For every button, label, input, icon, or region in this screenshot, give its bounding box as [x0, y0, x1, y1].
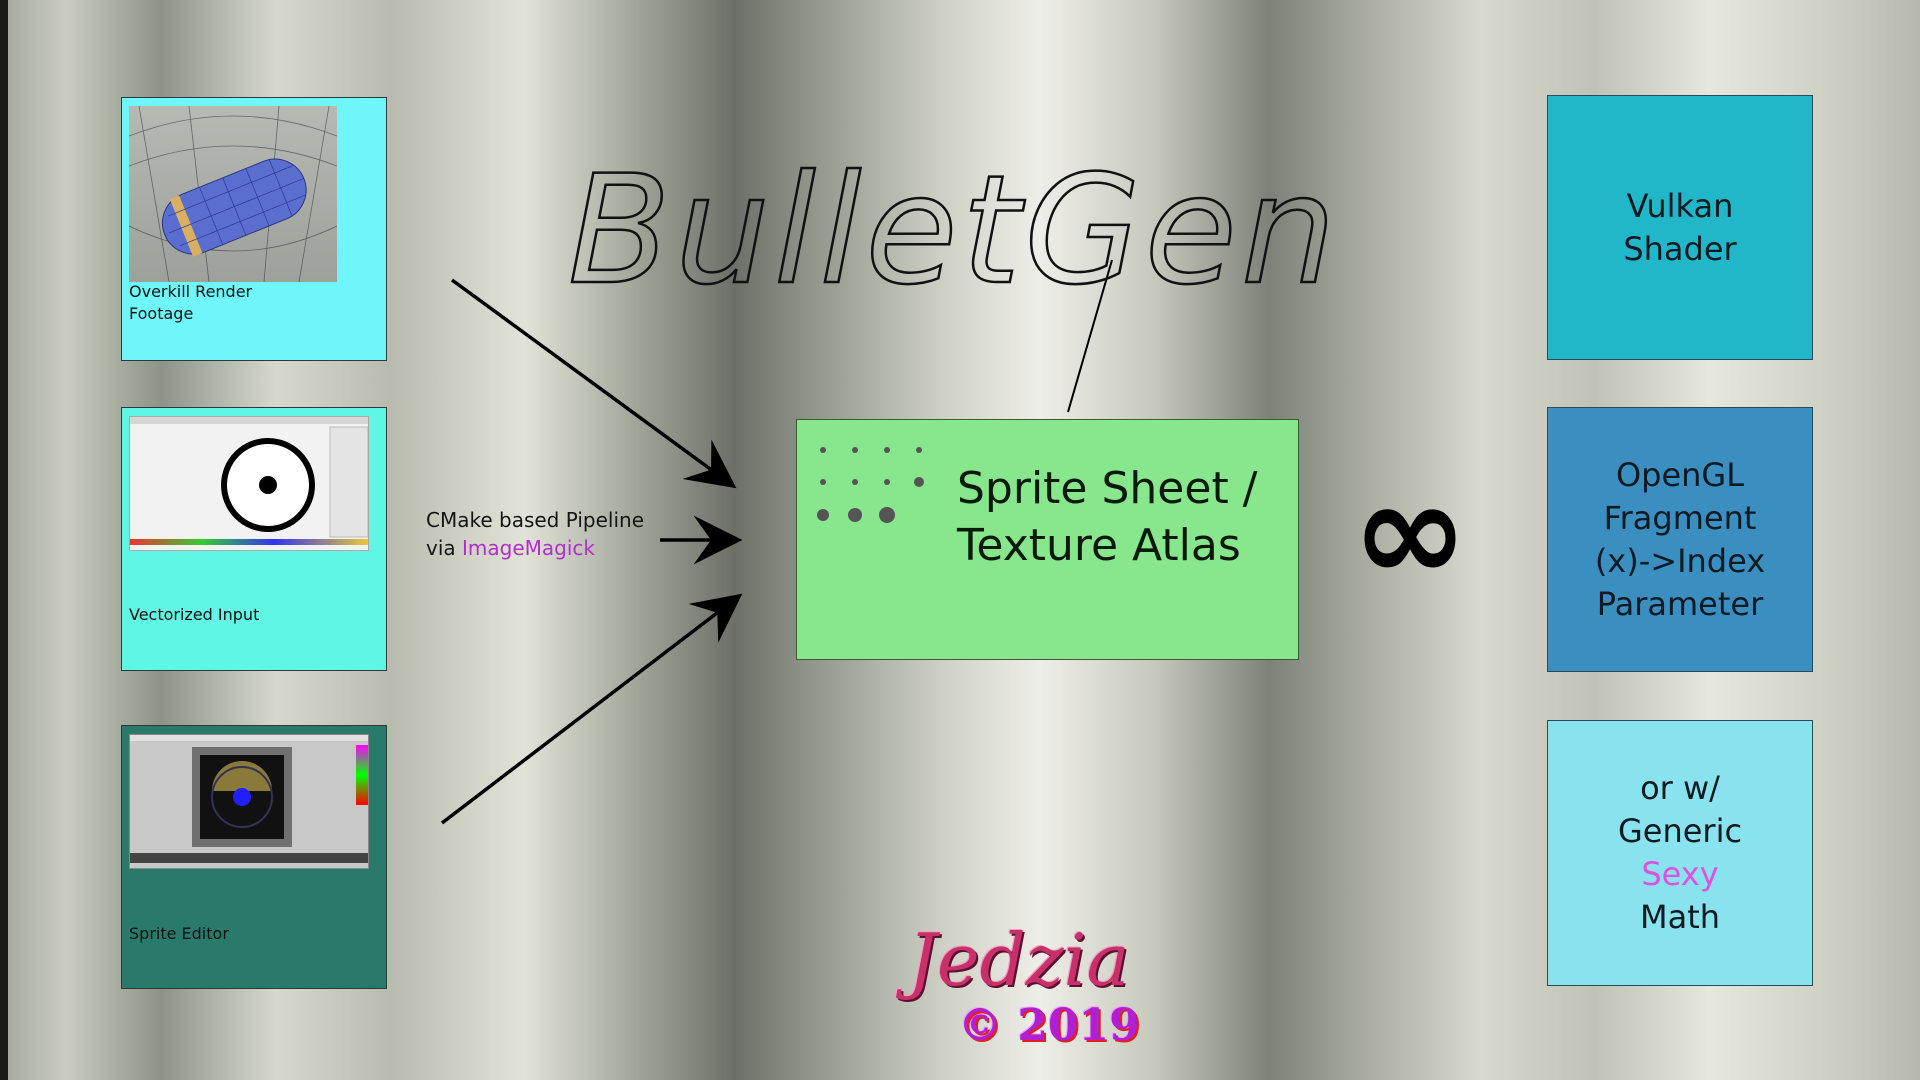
sprite-sheet-box: Sprite Sheet / Texture Atlas — [796, 419, 1299, 660]
box-line: Generic — [1617, 812, 1743, 850]
vectorized-input-panel: Vectorized Input — [121, 407, 387, 671]
vectorized-input-caption: Vectorized Input — [129, 605, 260, 624]
box-line: (x)->Index — [1594, 541, 1766, 580]
generic-math-box: or w/ Generic Sexy Math — [1547, 720, 1813, 986]
box-line: Parameter — [1596, 584, 1764, 623]
pipeline-prefix: via — [426, 536, 463, 560]
imagemagick-link: ImageMagick — [462, 536, 595, 560]
vulkan-shader-box: Vulkan Shader — [1547, 95, 1813, 360]
arrow-right-icon — [440, 593, 743, 825]
box-line: Fragment — [1603, 498, 1757, 537]
box-line: Vulkan — [1626, 186, 1734, 225]
signature-copyright: © 2019 — [958, 1000, 1140, 1051]
sprite-editor-thumbnail — [129, 734, 369, 869]
sprite-editor-image — [130, 735, 368, 863]
box-line: OpenGL — [1615, 455, 1745, 494]
render-footage-panel: Overkill Render Footage — [121, 97, 387, 361]
signature-logo: Jedzia © 2019 — [898, 918, 1188, 1058]
infinity-icon: ∞ — [1352, 451, 1469, 614]
atlas-line: Texture Atlas — [957, 520, 1241, 571]
box-line: Math — [1639, 898, 1721, 936]
page-title: BulletGen — [568, 144, 1340, 318]
render-footage-caption: Overkill Render Footage — [129, 281, 252, 325]
sprite-dots-icon — [817, 447, 924, 523]
vector-editor-thumbnail — [129, 416, 369, 551]
caption-line: Overkill Render — [129, 282, 253, 301]
opengl-fragment-box: OpenGL Fragment (x)->Index Parameter — [1547, 407, 1813, 672]
box-line: or w/ — [1640, 769, 1720, 807]
pipeline-label: CMake based Pipeline via ImageMagick — [426, 506, 644, 562]
caption-line: Footage — [129, 304, 194, 323]
target-icon — [130, 417, 368, 545]
canvas: Overkill Render Footage Vectorized Input — [8, 0, 1920, 1080]
signature-name: Jedzia — [908, 918, 1130, 1002]
arrow-right-icon — [450, 278, 737, 489]
render-thumbnail — [129, 106, 337, 282]
title-stroke — [1067, 259, 1113, 413]
atlas-line: Sprite Sheet / — [957, 463, 1258, 514]
render-cylinder-image — [129, 106, 337, 282]
sprite-editor-caption: Sprite Editor — [129, 924, 229, 943]
sprite-editor-panel: Sprite Editor — [121, 725, 387, 989]
sexy-highlight: Sexy — [1641, 855, 1719, 893]
pipeline-line1: CMake based Pipeline — [426, 508, 645, 532]
sprite-sheet-label: Sprite Sheet / Texture Atlas — [957, 460, 1258, 574]
box-line: Shader — [1623, 229, 1737, 268]
